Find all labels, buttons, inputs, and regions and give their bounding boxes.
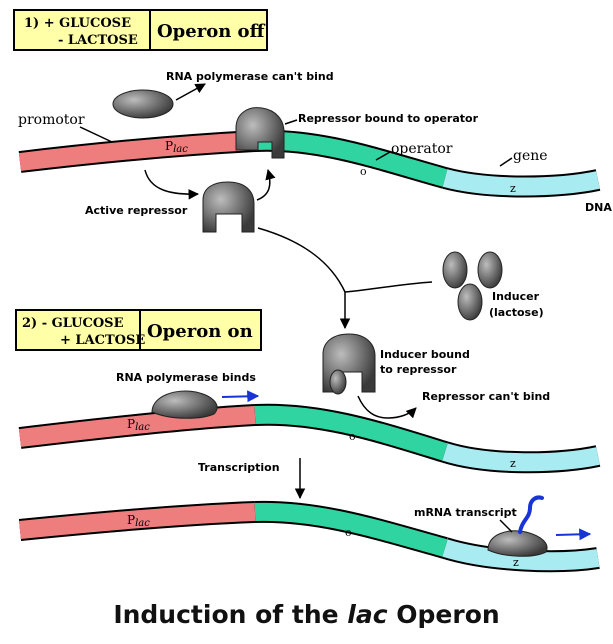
inducer-molecule [458,284,482,320]
repressor-cant-bind-label: Repressor can't bind [422,390,550,403]
stage1-condition-box: 1) + GLUCOSE - LACTOSE Operon off [14,10,267,50]
gene-label: gene [513,148,548,164]
mrna-strand [520,497,542,532]
stage2-conditions-line1: 2) - GLUCOSE [22,316,124,331]
inducer-bound-label-line1: Inducer bound [380,348,470,361]
inducer-label-line1: Inducer [492,290,540,303]
rna-pol-binds-label: RNA polymerase binds [116,371,256,384]
operator-mark-3: o [345,526,352,539]
transcription-direction-arrow-1 [222,396,258,397]
inducer-molecule [478,252,502,288]
mrna-transcript-label: mRNA transcript [414,506,517,519]
stage1-conditions-line2: - LACTOSE [58,33,138,48]
diagram-title: Induction of the lac Operon [0,600,613,629]
operator-mark-1: o [360,165,367,178]
transcription-direction-arrow-2 [556,534,590,535]
inducer-label-line2: (lactose) [489,306,544,319]
rna-polymerase-bound [152,391,217,418]
active-repressor-label: Active repressor [85,204,188,217]
gene-mark-1: z [510,182,516,195]
inducer-molecule [443,252,467,288]
stage1-conditions-line1: 1) + GLUCOSE [24,16,131,31]
active-repressor [203,182,254,232]
transcription-label: Transcription [198,461,280,474]
rna-polymerase-transcribing [488,531,547,556]
rna-polymerase-unbound [113,90,173,118]
operator-label: operator [391,141,453,157]
stage1-state: Operon off [157,21,266,42]
gene-mark-2: z [510,457,516,470]
stage2-conditions-line2: + LACTOSE [60,333,145,348]
repressor-bound-label: Repressor bound to operator [298,112,479,125]
promotor-label: promotor [18,112,85,128]
inducer-bound-label-line2: to repressor [380,363,457,376]
stage2-state: Operon on [147,321,253,342]
dna-label: DNA [585,201,612,214]
gene-mark-3: z [513,556,519,569]
dna-strand-1: Plac o z [20,139,598,195]
dna-strand-2: Plac o z [20,415,598,470]
operator-mark-2: o [349,430,356,443]
rna-pol-cant-bind-label: RNA polymerase can't bind [166,70,334,83]
stage2-condition-box: 2) - GLUCOSE + LACTOSE Operon on [16,310,261,350]
inducer-bound-repressor [323,334,375,394]
